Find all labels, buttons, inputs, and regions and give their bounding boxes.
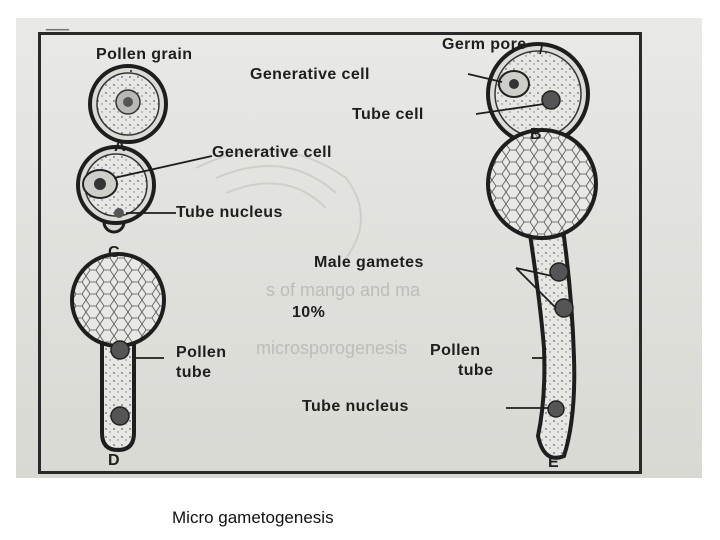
pollen-tube-e xyxy=(486,128,598,460)
label-pollen-d: Pollen xyxy=(176,344,227,361)
label-male-gametes: Male gametes xyxy=(314,254,424,271)
pollen-grain-b xyxy=(486,42,590,146)
label-fig-e: E xyxy=(548,454,560,471)
page-frame xyxy=(38,32,642,474)
label-tube-e: tube xyxy=(458,362,494,379)
label-percent: 10% xyxy=(292,304,326,321)
label-fig-d: D xyxy=(108,452,120,469)
bleed-text-1: s of mango and ma xyxy=(266,280,421,300)
figure-caption: Micro gametogenesis xyxy=(172,508,334,527)
leaders-b xyxy=(467,45,545,115)
label-fig-b: B xyxy=(530,126,542,143)
pollen-grain-a xyxy=(88,64,168,144)
pollen-tube-d xyxy=(70,252,166,453)
label-fig-a: A xyxy=(114,138,126,155)
label-germ-pore: Germ pore xyxy=(442,36,527,53)
label-generative-cell-b: Generative cell xyxy=(250,66,370,83)
label-fig-c: C xyxy=(108,244,120,261)
pollen-grain-c xyxy=(76,145,156,234)
label-pollen-e: Pollen xyxy=(430,342,481,359)
label-tube-nucleus-c: Tube nucleus xyxy=(176,204,283,221)
label-tube-cell: Tube cell xyxy=(352,106,424,123)
label-tube-d: tube xyxy=(176,364,212,381)
corner-mark: ▁▁▁ xyxy=(46,20,70,31)
diagram-drawing xyxy=(70,42,598,460)
label-tube-nucleus-e: Tube nucleus xyxy=(302,398,409,415)
leaders-e xyxy=(506,267,557,409)
leaders-c xyxy=(113,155,213,214)
background-sketch xyxy=(195,149,362,259)
label-generative-cell-c: Generative cell xyxy=(212,144,332,161)
label-pollen-grain: Pollen grain xyxy=(96,46,193,63)
diagram-photo: ▁▁▁ s of mango and ma microsporogenesis xyxy=(16,18,702,478)
bleed-text-2: microsporogenesis xyxy=(256,338,408,358)
